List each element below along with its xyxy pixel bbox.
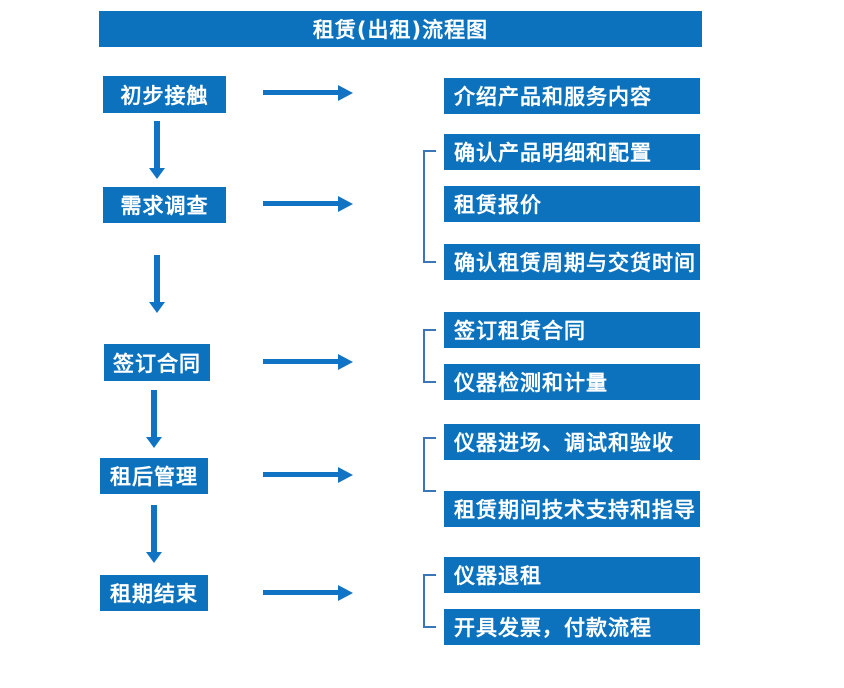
down-arrow-head-icon xyxy=(146,552,162,563)
detail-instrument-return: 仪器退租 xyxy=(444,557,700,593)
down-arrow-shaft xyxy=(154,121,160,168)
detail-instrument-setup-acceptance: 仪器进场、调试和验收 xyxy=(444,424,700,460)
right-arrow-shaft xyxy=(263,472,338,477)
down-arrow-head-icon xyxy=(146,437,162,448)
detail-rental-quote: 租赁报价 xyxy=(444,186,700,222)
flowchart-title: 租赁(出租)流程图 xyxy=(99,11,702,47)
step-initial-contact: 初步接触 xyxy=(103,76,226,113)
right-arrow-2 xyxy=(263,196,353,212)
right-arrow-head-icon xyxy=(338,85,353,101)
down-arrow-1 xyxy=(149,121,165,179)
right-arrow-4 xyxy=(263,467,353,483)
step-rental-end: 租期结束 xyxy=(100,575,208,611)
detail-confirm-rental-period: 确认租赁周期与交货时间 xyxy=(444,244,700,280)
bracket-post-rental-group xyxy=(423,437,436,492)
right-arrow-shaft xyxy=(263,90,338,95)
right-arrow-head-icon xyxy=(338,354,353,370)
down-arrow-4 xyxy=(146,505,162,563)
right-arrow-shaft xyxy=(263,590,338,595)
right-arrow-head-icon xyxy=(338,467,353,483)
right-arrow-5 xyxy=(263,585,353,601)
bracket-demand-survey-group xyxy=(423,150,436,263)
down-arrow-shaft xyxy=(151,505,157,552)
right-arrow-1 xyxy=(263,85,353,101)
right-arrow-head-icon xyxy=(338,585,353,601)
detail-introduce-products: 介绍产品和服务内容 xyxy=(444,78,700,114)
step-sign-contract: 签订合同 xyxy=(104,344,210,381)
detail-instrument-testing: 仪器检测和计量 xyxy=(444,364,700,400)
bracket-rental-end-group xyxy=(423,574,436,628)
step-post-rental-management: 租后管理 xyxy=(100,458,208,494)
down-arrow-shaft xyxy=(151,390,157,437)
detail-sign-rental-contract: 签订租赁合同 xyxy=(444,312,700,348)
right-arrow-shaft xyxy=(263,359,338,364)
down-arrow-2 xyxy=(149,255,165,313)
down-arrow-shaft xyxy=(154,255,160,302)
detail-tech-support: 租赁期间技术支持和指导 xyxy=(444,491,700,527)
down-arrow-3 xyxy=(146,390,162,448)
detail-invoice-payment: 开具发票，付款流程 xyxy=(444,609,700,645)
right-arrow-3 xyxy=(263,354,353,370)
bracket-sign-contract-group xyxy=(423,329,436,383)
detail-confirm-product-details: 确认产品明细和配置 xyxy=(444,134,700,170)
right-arrow-shaft xyxy=(263,201,338,206)
step-demand-survey: 需求调查 xyxy=(103,187,226,223)
right-arrow-head-icon xyxy=(338,196,353,212)
down-arrow-head-icon xyxy=(149,302,165,313)
down-arrow-head-icon xyxy=(149,168,165,179)
